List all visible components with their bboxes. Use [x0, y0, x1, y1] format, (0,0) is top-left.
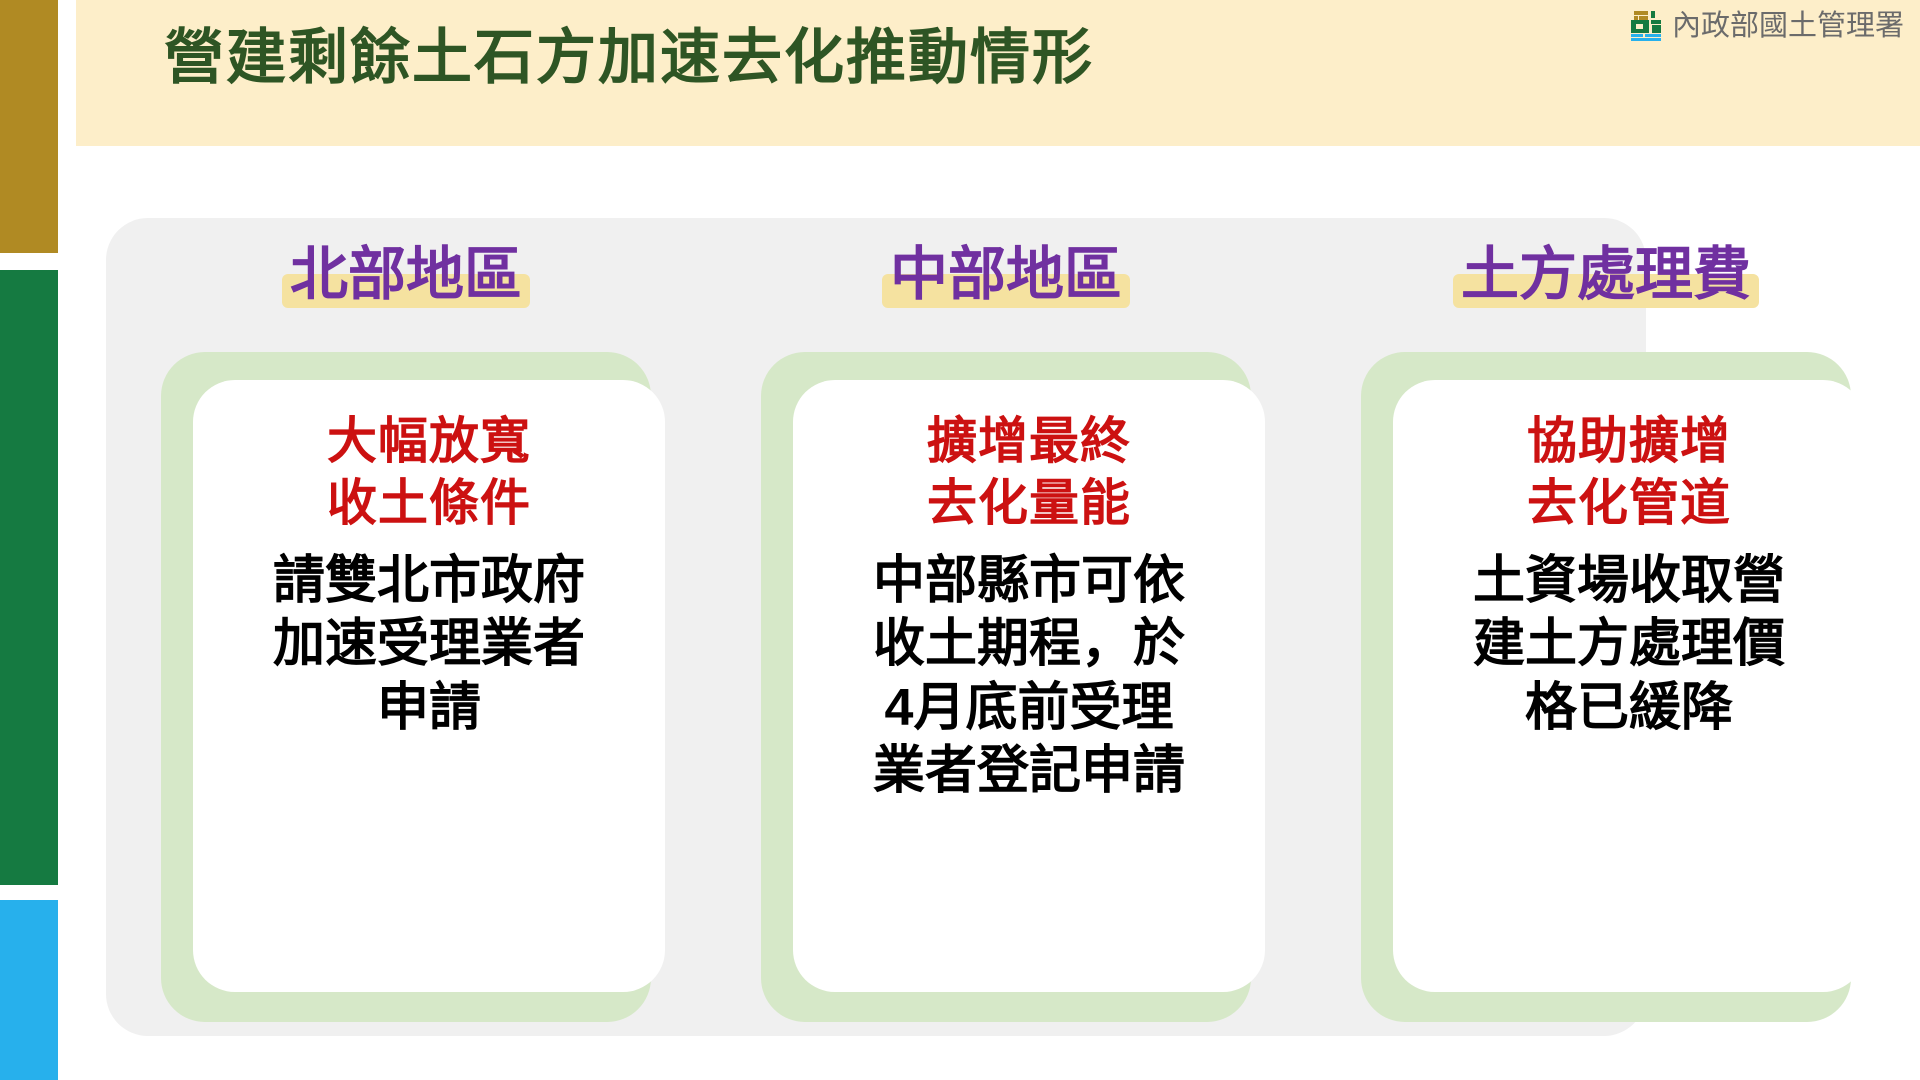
- card-north-region[interactable]: 大幅放寬 收土條件 請雙北市政府 加速受理業者 申請: [193, 380, 665, 992]
- column-heading-fee: 土方處理費: [1452, 240, 1759, 310]
- card-shell: 協助擴增 去化管道 土資場收取營 建土方處理價 格已緩降: [1361, 352, 1865, 1022]
- column-heading-central: 中部地區: [881, 240, 1130, 310]
- card-shell: 擴增最終 去化量能 中部縣市可依 收土期程，於 4月底前受理 業者登記申請: [761, 352, 1265, 1022]
- page-title: 營建剩餘土石方加速去化推動情形: [164, 24, 1094, 91]
- card-central-region[interactable]: 擴增最終 去化量能 中部縣市可依 收土期程，於 4月底前受理 業者登記申請: [793, 380, 1265, 992]
- column-heading-north: 北部地區: [281, 240, 530, 310]
- card-heading-north: 大幅放寬 收土條件: [327, 413, 531, 531]
- column-heading-label: 中部地區: [889, 242, 1122, 307]
- heading-highlight: [881, 273, 1130, 308]
- card-body-central: 中部縣市可依 收土期程，於 4月底前受理 業者登記申請: [872, 552, 1185, 801]
- card-soil-handling-fee[interactable]: 協助擴增 去化管道 土資場收取營 建土方處理價 格已緩降: [1393, 380, 1865, 992]
- column-heading-wrap: 北部地區: [106, 240, 706, 352]
- column-heading-label: 土方處理費: [1460, 242, 1751, 307]
- heading-highlight: [281, 273, 530, 308]
- agency-logo: 內政部國土管理署: [1628, 8, 1904, 44]
- card-body-fee: 土資場收取營 建土方處理價 格已緩降: [1472, 552, 1785, 737]
- column-heading-label: 北部地區: [289, 242, 522, 307]
- left-accent-rail: [0, 0, 58, 1080]
- rail-bar-gold: [0, 0, 58, 253]
- card-body-north: 請雙北市政府 加速受理業者 申請: [272, 552, 585, 737]
- card-heading-fee: 協助擴增 去化管道: [1527, 413, 1731, 531]
- card-heading-central: 擴增最終 去化量能: [927, 413, 1131, 531]
- rail-bar-blue: [0, 900, 58, 1080]
- heading-highlight: [1452, 273, 1759, 308]
- columns-container: 北部地區 大幅放寬 收土條件 請雙北市政府 加速受理業者 申請 中部地區 擴增最…: [106, 218, 1920, 1036]
- agency-logo-text: 內政部國土管理署: [1671, 9, 1904, 42]
- column-heading-wrap: 中部地區: [706, 240, 1306, 352]
- header-band: 營建剩餘土石方加速去化推動情形 內政部國土管理署: [76, 0, 1920, 146]
- card-shell: 大幅放寬 收土條件 請雙北市政府 加速受理業者 申請: [161, 352, 665, 1022]
- column-north-region: 北部地區 大幅放寬 收土條件 請雙北市政府 加速受理業者 申請: [106, 218, 706, 1036]
- agency-emblem-icon: [1630, 11, 1661, 41]
- rail-bar-green: [0, 270, 58, 885]
- column-soil-handling-fee: 土方處理費 協助擴增 去化管道 土資場收取營 建土方處理價 格已緩降: [1306, 218, 1906, 1036]
- column-heading-wrap: 土方處理費: [1306, 240, 1906, 352]
- column-central-region: 中部地區 擴增最終 去化量能 中部縣市可依 收土期程，於 4月底前受理 業者登記…: [706, 218, 1306, 1036]
